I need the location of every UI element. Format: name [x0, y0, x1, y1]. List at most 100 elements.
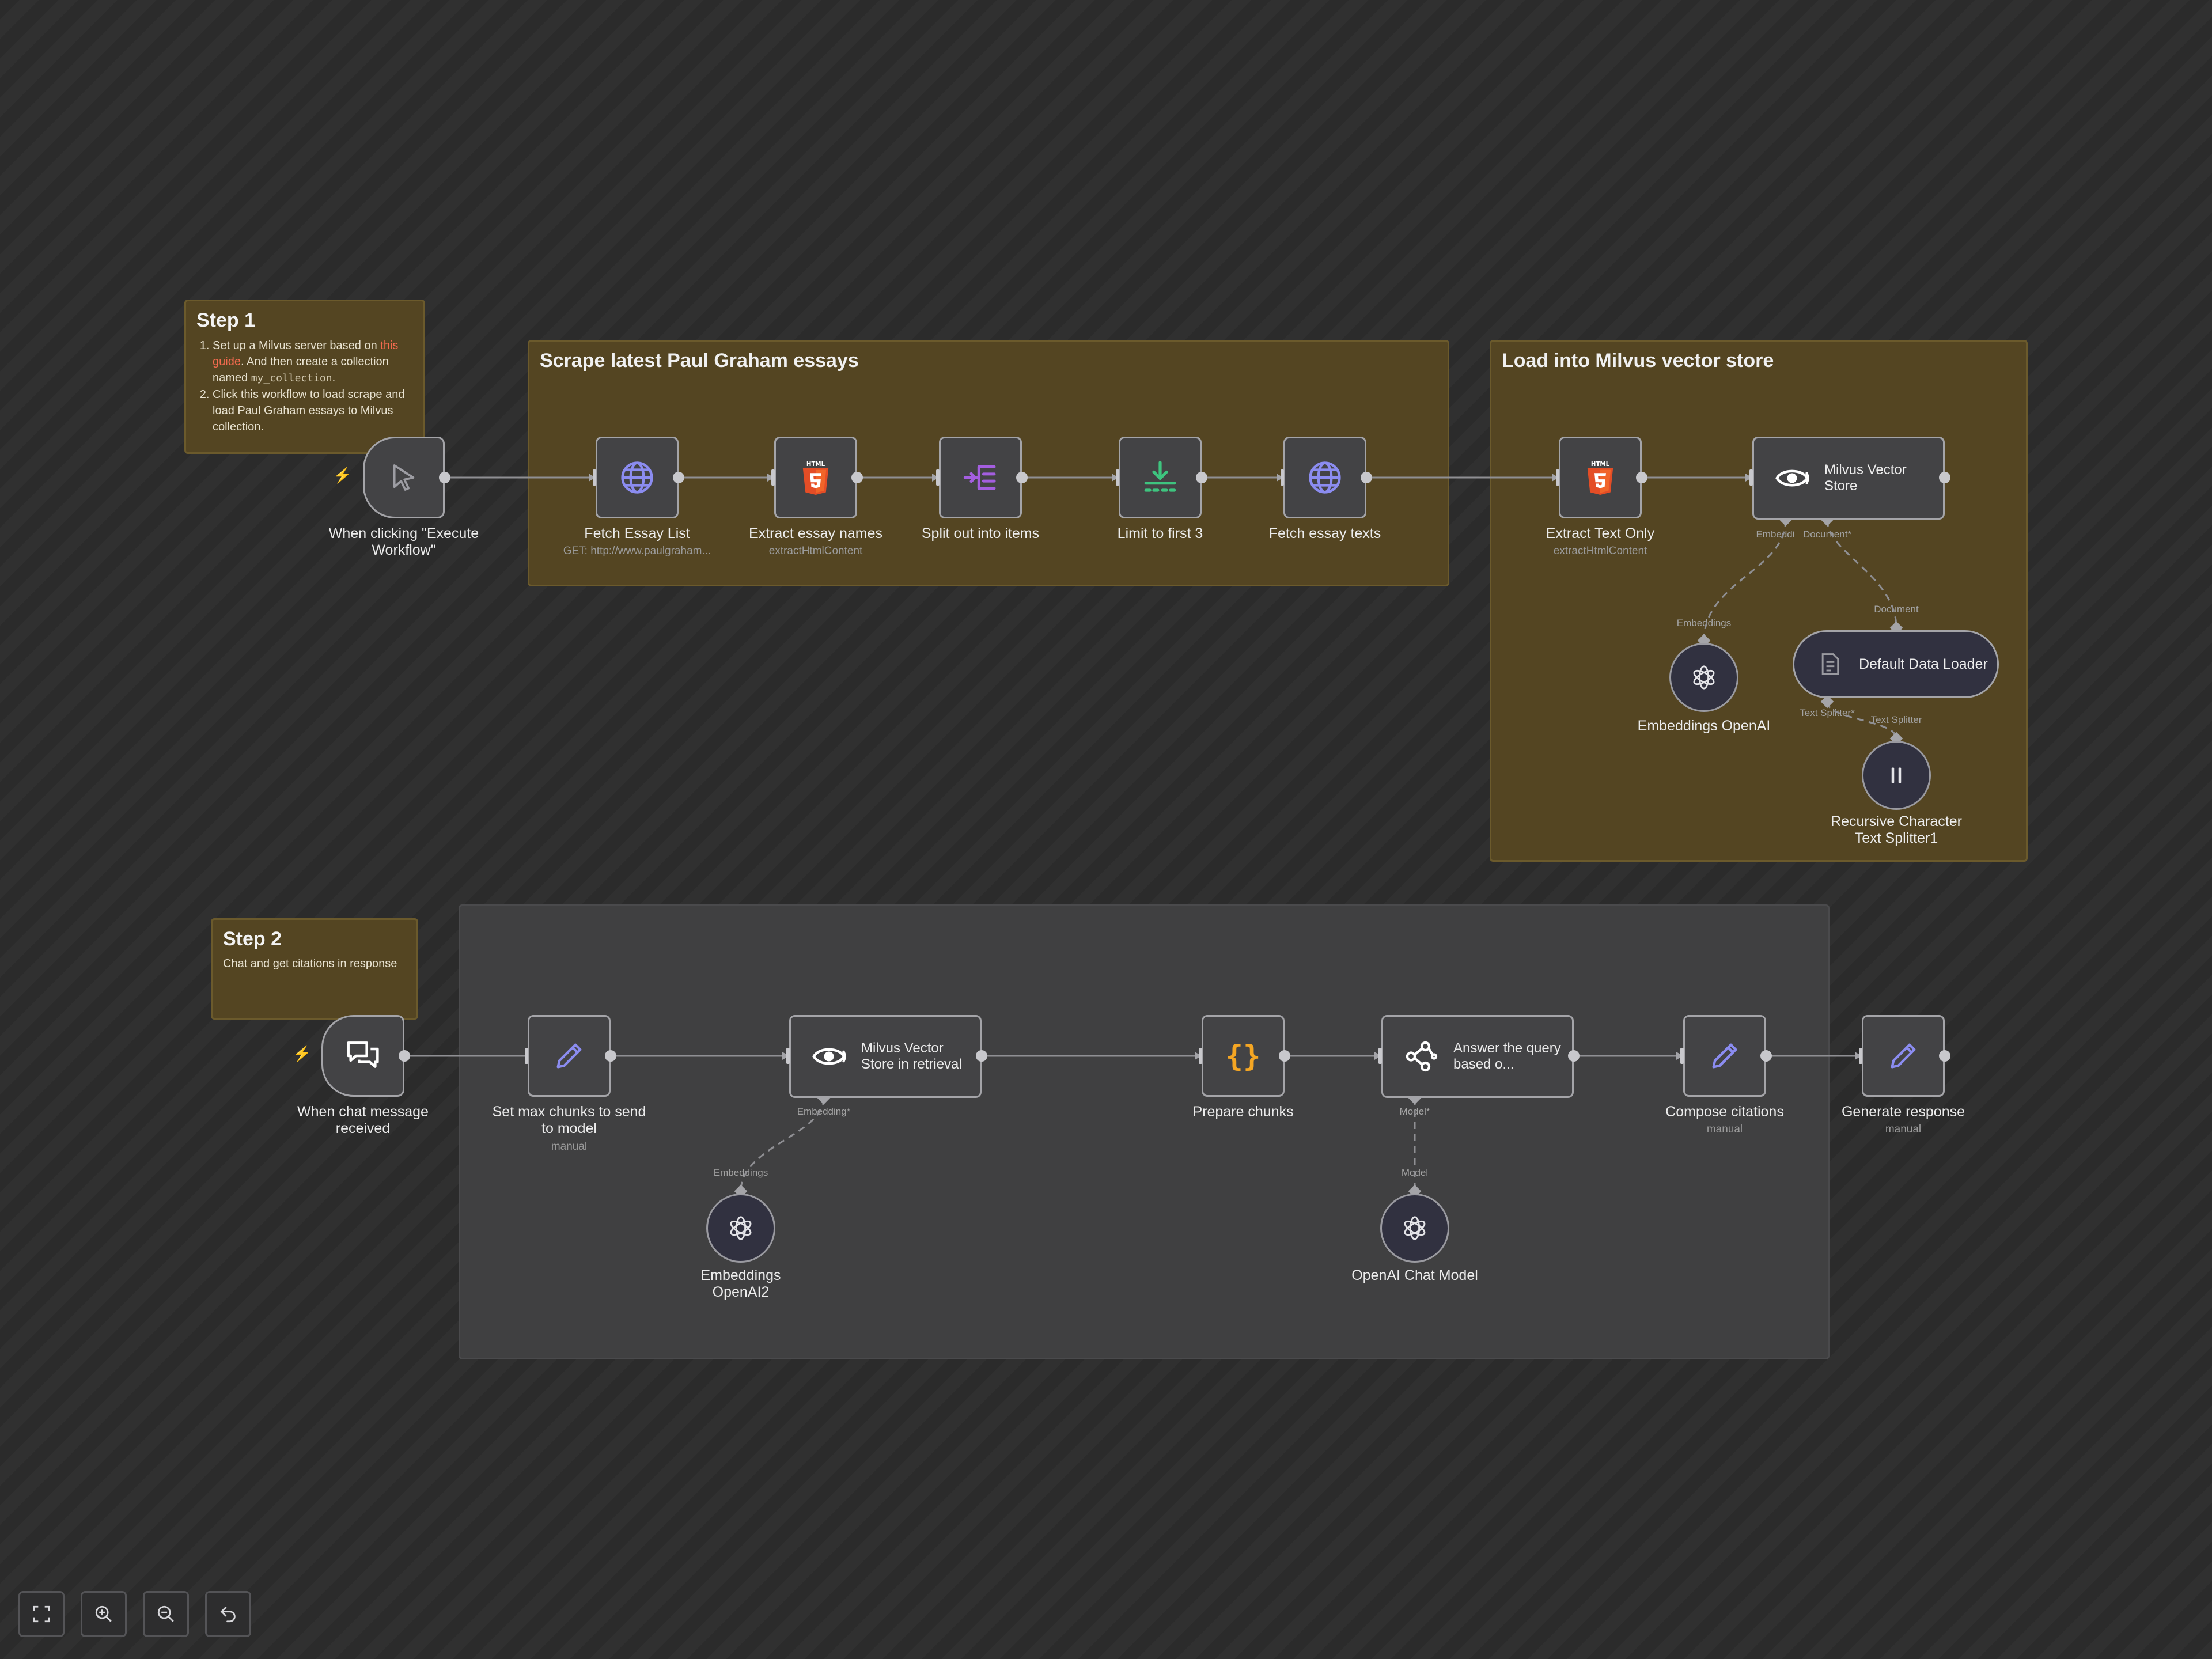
node-label: Extract essay names [748, 525, 883, 541]
node-subtitle: manual [1706, 1123, 1743, 1135]
braces-icon: {} [1226, 1039, 1261, 1073]
fetch-essay-list-node[interactable] [596, 437, 679, 518]
sticky-text: . [332, 372, 336, 384]
chain-icon [1406, 1041, 1438, 1072]
svg-text:HTML: HTML [1591, 461, 1610, 468]
fetch-essay-texts-node[interactable] [1283, 437, 1366, 518]
node-label: Generate response [1841, 1104, 1965, 1120]
fit-view-button[interactable] [18, 1591, 65, 1637]
group-load[interactable]: Load into Milvus vector store [1490, 340, 2028, 862]
svg-text:HTML: HTML [806, 461, 825, 468]
group-chat[interactable] [459, 904, 1830, 1359]
embeddings-openai-node[interactable] [1669, 643, 1738, 712]
svg-text:{}: {} [1226, 1039, 1261, 1073]
node-label: OpenAI Chat Model [1351, 1267, 1478, 1283]
node-label: Milvus Vector Store in retrieval [861, 1040, 962, 1072]
limit-node[interactable] [1119, 437, 1202, 518]
chat-trigger-node[interactable] [321, 1015, 404, 1097]
node-label: Limit to first 3 [1117, 525, 1203, 541]
limit-icon [1144, 461, 1176, 492]
trigger-bolt-icon: ⚡ [293, 1045, 312, 1062]
split-out-node[interactable] [939, 437, 1022, 518]
zoom-out-icon [157, 1605, 174, 1622]
port-label: Embeddings [1676, 618, 1732, 628]
globe-icon [621, 461, 653, 494]
port-label: Document* [1802, 529, 1852, 540]
node-subtitle: GET: http://www.paulgraham... [563, 545, 711, 557]
node-label: When chat message received [297, 1104, 429, 1137]
zoom-out-button[interactable] [143, 1591, 189, 1637]
node-label: Recursive Character Text Splitter1 [1831, 813, 1962, 846]
port-label: Document [1874, 604, 1919, 615]
text-splitter-node[interactable] [1862, 741, 1931, 810]
port-label: Text Splitter* [1800, 707, 1855, 718]
node-label: Fetch Essay List [584, 525, 690, 541]
openai-icon [1404, 1216, 1426, 1240]
pencil-icon [1891, 1043, 1916, 1069]
pencil-icon [556, 1043, 582, 1069]
prepare-chunks-node[interactable]: {} [1202, 1015, 1285, 1097]
eye-icon [812, 1048, 846, 1065]
globe-icon [1309, 461, 1341, 494]
extract-text-only-node[interactable]: HTML [1559, 437, 1642, 518]
milvus-retrieval-node[interactable]: Milvus Vector Store in retrieval [789, 1015, 982, 1098]
node-label: Extract Text Only [1546, 525, 1655, 541]
sticky-title: Step 1 [196, 309, 256, 331]
collection-name: my_collection [251, 372, 332, 384]
node-label: Embeddings OpenAI [1637, 718, 1771, 734]
generate-response-node[interactable] [1862, 1015, 1945, 1097]
port-label: Embedding* [797, 1106, 851, 1117]
openai-icon [1693, 665, 1715, 690]
split-icon [963, 465, 996, 490]
default-data-loader-node[interactable]: Default Data Loader [1793, 630, 1999, 698]
node-label: Split out into items [921, 525, 1040, 541]
sticky-note-step1[interactable]: Step 1 Set up a Milvus server based on t… [184, 300, 425, 454]
undo-button[interactable] [205, 1591, 251, 1637]
html5-icon: HTML [802, 461, 829, 495]
sticky-text: Set up a Milvus server based on [213, 339, 381, 352]
answer-query-node[interactable]: Answer the query based o... [1381, 1015, 1574, 1098]
html5-icon: HTML [1587, 461, 1613, 495]
openai-chat-model-node[interactable] [1380, 1194, 1449, 1263]
sticky-list: Set up a Milvus server based on this gui… [196, 338, 413, 435]
node-label: Compose citations [1665, 1104, 1784, 1120]
port-label: Text Splitter [1870, 714, 1922, 725]
compose-citations-node[interactable] [1683, 1015, 1766, 1097]
node-label: Answer the query based o... [1453, 1040, 1561, 1072]
node-subtitle: manual [1885, 1123, 1922, 1135]
group-title: Scrape latest Paul Graham essays [540, 350, 859, 372]
group-title: Load into Milvus vector store [1502, 350, 1774, 372]
zoom-in-button[interactable] [81, 1591, 127, 1637]
pause-icon [1891, 767, 1902, 783]
openai-icon [730, 1216, 752, 1240]
manual-trigger-node[interactable] [363, 437, 445, 518]
port-label: Embeddings [713, 1167, 768, 1178]
undo-icon [220, 1607, 236, 1623]
set-max-chunks-node[interactable] [528, 1015, 611, 1097]
node-label: Set max chunks to send to model [492, 1104, 646, 1137]
node-label: Embeddings OpenAI2 [700, 1267, 781, 1300]
guide-link[interactable]: this guide [213, 339, 399, 368]
node-label: Milvus Vector Store [1824, 462, 1907, 494]
node-subtitle: manual [551, 1141, 588, 1153]
sticky-text: Chat and get citations in response [223, 957, 397, 970]
node-label: Default Data Loader [1859, 656, 1988, 672]
sticky-text: . And then create a collection named [213, 355, 389, 384]
chat-icon [347, 1041, 379, 1068]
milvus-vector-store-node[interactable]: Milvus Vector Store [1752, 437, 1945, 520]
fullscreen-icon [33, 1605, 50, 1623]
node-label: Fetch essay texts [1268, 525, 1381, 541]
extract-essay-names-node[interactable]: HTML [774, 437, 857, 518]
node-label: When clicking "Execute Workflow" [328, 525, 479, 558]
pencil-icon [1712, 1043, 1737, 1069]
trigger-bolt-icon: ⚡ [333, 467, 352, 484]
document-icon [1821, 653, 1839, 675]
sticky-note-step2[interactable]: Step 2 Chat and get citations in respons… [211, 918, 418, 1020]
node-label: Prepare chunks [1192, 1104, 1294, 1120]
sticky-title: Step 2 [223, 928, 282, 950]
node-subtitle: extractHtmlContent [768, 545, 863, 557]
cursor-icon [393, 464, 415, 491]
embeddings-openai2-node[interactable] [706, 1194, 775, 1263]
